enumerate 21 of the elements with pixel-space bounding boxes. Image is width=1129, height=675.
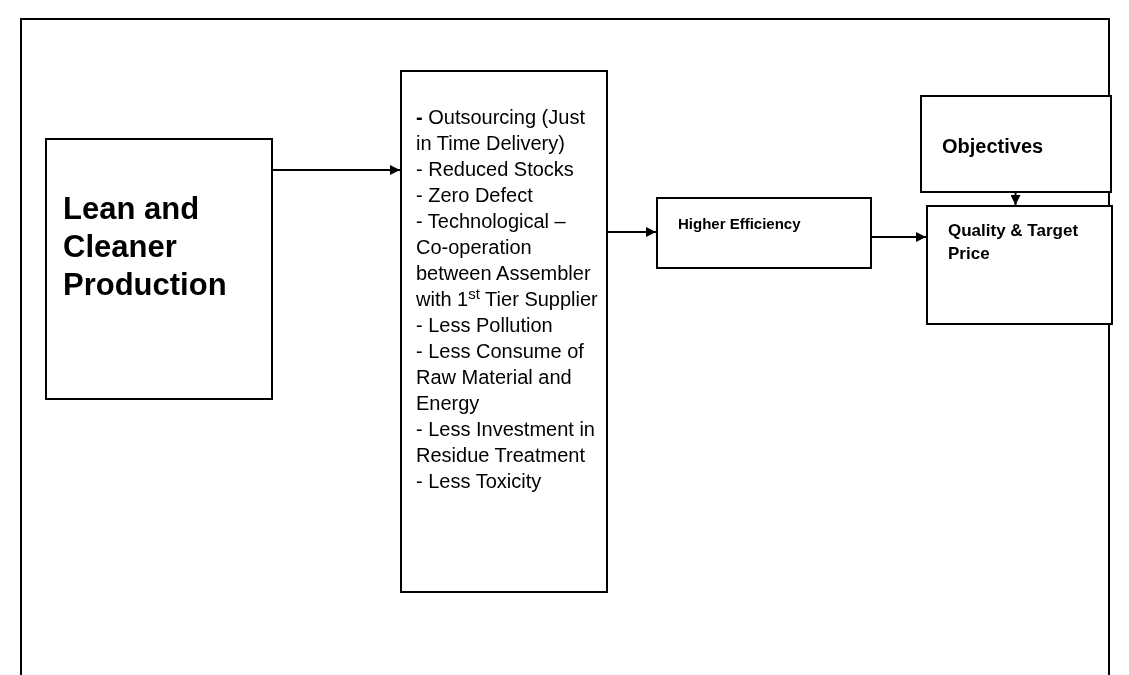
arrow — [871, 232, 927, 242]
box-text: - Zero Defect — [416, 183, 534, 208]
box-text: Lean and Cleaner Production — [63, 190, 228, 304]
arrow — [272, 165, 401, 175]
box-text: - Reduced Stocks — [416, 157, 575, 182]
arrow — [607, 227, 657, 237]
process-box — [656, 197, 872, 269]
process-box — [926, 205, 1113, 325]
box-text: Higher Efficiency — [678, 214, 802, 234]
box-text: Quality & Target Price — [948, 220, 1080, 265]
process-box — [920, 95, 1112, 193]
box-text: - Less Pollution — [416, 313, 554, 338]
box-text: - Less Investment in Residue Treatment — [416, 417, 596, 468]
box-text: - Less Consume of Raw Material and Energy — [416, 339, 585, 416]
list-box — [400, 70, 608, 593]
box-text: - Outsourcing (Just in Time Delivery) — [416, 105, 586, 156]
box-text: - Technological – Co-operation between Assembler with 1$^{st}$ Tier Supplier — [416, 209, 599, 312]
process-box — [45, 138, 273, 400]
box-text: Objectives — [942, 134, 1045, 159]
arrow — [1010, 192, 1021, 206]
box-text: - Less Toxicity — [416, 469, 543, 494]
